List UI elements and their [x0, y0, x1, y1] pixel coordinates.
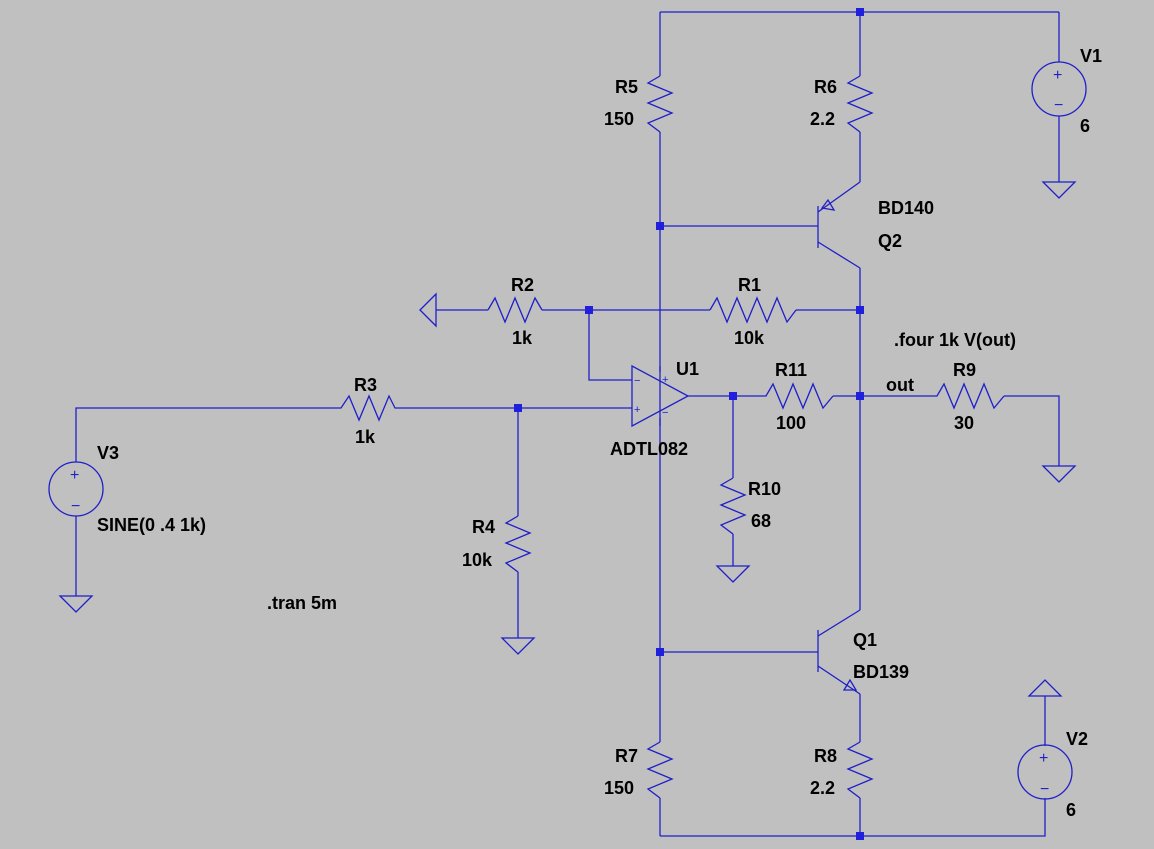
opamp-u1[interactable]: − + + − — [631, 364, 690, 428]
q2-model: BD140 — [878, 198, 934, 218]
ground-symbol-r4 — [500, 637, 536, 655]
r4-value: 10k — [462, 550, 493, 570]
voltage-source-v1[interactable]: + − — [1031, 61, 1087, 117]
labels: R5 150 R6 2.2 BD140 Q2 V1 6 R2 1k R1 10k… — [97, 46, 1102, 820]
v1-name: V1 — [1080, 46, 1102, 66]
q2-name: Q2 — [878, 231, 902, 251]
r5-value: 150 — [604, 109, 634, 129]
r2-name: R2 — [511, 275, 534, 295]
r6-name: R6 — [814, 77, 837, 97]
r10-value: 68 — [751, 511, 771, 531]
v2-value: 6 — [1066, 800, 1076, 820]
junction-dot — [729, 392, 737, 400]
junction-dot — [585, 306, 593, 314]
v3-name: V3 — [97, 443, 119, 463]
r8-name: R8 — [814, 746, 837, 766]
r9-name: R9 — [953, 360, 976, 380]
svg-text:−: − — [1054, 97, 1063, 114]
r4-name: R4 — [472, 517, 495, 537]
r3-name: R3 — [354, 375, 377, 395]
ground-symbol-r9 — [1041, 465, 1077, 483]
r9-value: 30 — [954, 413, 974, 433]
resistor-r7[interactable] — [646, 741, 674, 799]
r6-value: 2.2 — [810, 109, 835, 129]
u1-name: U1 — [676, 359, 699, 379]
resistor-r8[interactable] — [846, 741, 874, 799]
ground-symbol-r10 — [715, 565, 751, 583]
v1-value: 6 — [1080, 116, 1090, 136]
junction-dot — [856, 8, 864, 16]
net-label-out: out — [886, 375, 914, 395]
svg-text:−: − — [71, 498, 80, 515]
svg-text:+: + — [1053, 67, 1062, 84]
svg-text:+: + — [70, 467, 79, 484]
resistor-r5[interactable] — [646, 75, 674, 133]
r1-value: 10k — [734, 328, 765, 348]
q2-emitter-arrow — [820, 198, 836, 211]
wires — [75, 11, 1060, 837]
resistor-r11[interactable] — [755, 382, 834, 410]
r11-name: R11 — [775, 360, 807, 380]
r5-name: R5 — [615, 77, 638, 97]
opamp-inv-mark: − — [634, 375, 640, 387]
r1-name: R1 — [738, 275, 761, 295]
ground-symbol-r2 — [419, 292, 437, 328]
svg-text:−: − — [1040, 781, 1049, 798]
resistor-r4[interactable] — [504, 515, 532, 573]
q1-model: BD139 — [853, 662, 909, 682]
transistor-q1[interactable] — [817, 609, 861, 695]
resistor-r1[interactable] — [709, 296, 797, 324]
r2-value: 1k — [512, 328, 533, 348]
junction-dot — [656, 222, 664, 230]
r3-value: 1k — [355, 427, 376, 447]
resistor-r2[interactable] — [487, 296, 543, 324]
r7-name: R7 — [615, 746, 638, 766]
junction-dot — [656, 648, 664, 656]
q1-emitter-arrow — [842, 678, 858, 691]
r10-name: R10 — [748, 479, 781, 499]
opamp-noninv-mark: + — [634, 404, 640, 416]
resistor-r9[interactable] — [926, 382, 1005, 410]
junction-dot — [856, 306, 864, 314]
v2-name: V2 — [1066, 729, 1088, 749]
svg-text:+: + — [1039, 750, 1048, 767]
resistor-r10[interactable] — [719, 477, 747, 535]
four-directive: .four 1k V(out) — [894, 330, 1016, 350]
r11-value: 100 — [776, 413, 806, 433]
junction-dot — [514, 404, 522, 412]
transistor-q2[interactable] — [817, 181, 861, 269]
wire-r9-load — [1004, 395, 1060, 466]
wire-fb-inv — [588, 310, 632, 381]
v3-value: SINE(0 .4 1k) — [97, 515, 206, 535]
voltage-source-v3[interactable]: + − — [48, 461, 104, 517]
q1-name: Q1 — [853, 630, 877, 650]
ground-symbol-v3 — [58, 595, 94, 613]
u1-model: ADTL082 — [610, 439, 688, 459]
resistor-r3[interactable] — [330, 394, 406, 422]
junctions — [514, 8, 864, 840]
r8-value: 2.2 — [810, 778, 835, 798]
voltage-source-v2[interactable]: + − — [1017, 744, 1073, 800]
wire-v3-r3 — [75, 407, 330, 462]
ground-symbol-v1 — [1041, 181, 1077, 199]
opamp-vee-mark: − — [662, 407, 668, 419]
junction-dot — [856, 392, 864, 400]
r7-value: 150 — [604, 778, 634, 798]
resistor-r6[interactable] — [846, 75, 874, 133]
tran-directive: .tran 5m — [267, 593, 337, 613]
wire-bottom-rail — [660, 798, 1046, 837]
junction-dot — [856, 832, 864, 840]
opamp-vcc-mark: + — [662, 374, 668, 386]
ground-symbol-v2 — [1027, 679, 1063, 697]
